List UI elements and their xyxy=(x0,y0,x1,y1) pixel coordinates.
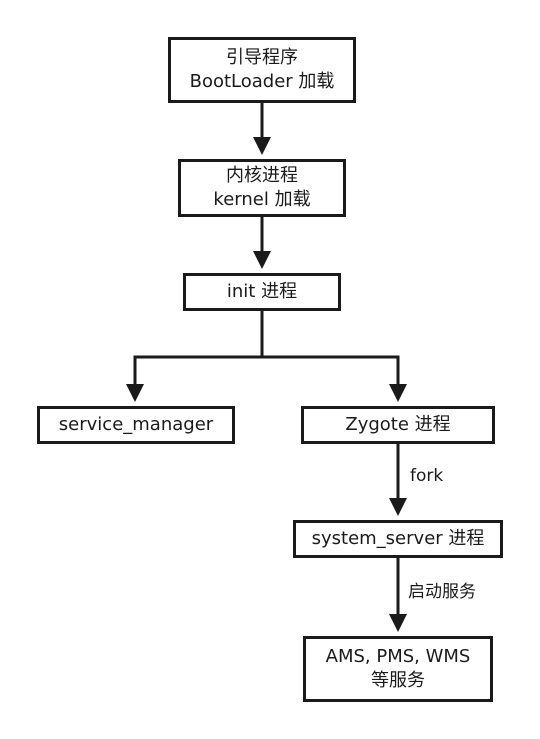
kernel-node: 内核进程 kernel 加载 xyxy=(178,159,346,217)
zygote-node-title: Zygote 进程 xyxy=(345,414,451,435)
kernel-node-subtitle: kernel 加载 xyxy=(213,189,311,210)
arrow-init-to-zygote xyxy=(262,355,407,402)
system-server-node: system_server 进程 xyxy=(293,520,503,558)
bootloader-node-subtitle: BootLoader 加载 xyxy=(189,71,335,92)
arrow-init-to-service-manager xyxy=(126,310,264,402)
services-node-subtitle: 等服务 xyxy=(371,670,425,691)
service-manager-node-title: service_manager xyxy=(58,414,214,435)
system-server-node-title: system_server 进程 xyxy=(311,528,485,549)
bootloader-node-title: 引导程序 xyxy=(226,47,298,68)
services-node: AMS, PMS, WMS 等服务 xyxy=(303,636,493,702)
bootloader-node: 引导程序 BootLoader 加载 xyxy=(168,37,356,103)
fork-edge-label: fork xyxy=(410,466,444,486)
zygote-node: Zygote 进程 xyxy=(301,406,495,444)
services-node-title: AMS, PMS, WMS xyxy=(325,646,471,667)
init-node: init 进程 xyxy=(183,273,341,311)
start-services-edge-label: 启动服务 xyxy=(408,582,476,602)
init-node-title: init 进程 xyxy=(226,281,298,302)
kernel-node-title: 内核进程 xyxy=(226,165,298,186)
service-manager-node: service_manager xyxy=(37,406,235,444)
